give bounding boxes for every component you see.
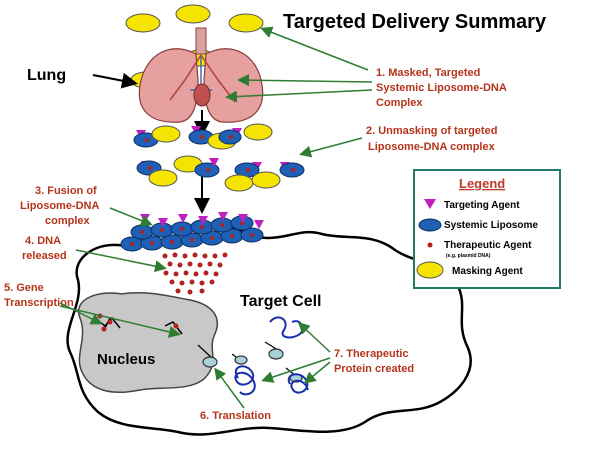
target-cell-label: Target Cell xyxy=(240,293,322,310)
unmasked-complexes xyxy=(133,123,305,192)
step-1-label: 1. Masked, Targeted Systemic Liposome-DN… xyxy=(376,67,509,109)
legend-item-masking: Masking Agent xyxy=(452,266,523,277)
step-3-line-1: 3. Fusion of xyxy=(35,185,97,197)
step-2-line-2: Liposome-DNA complex xyxy=(368,141,496,153)
step-3-label: 3. Fusion of Liposome-DNA complex xyxy=(20,185,102,227)
legend-therapeutic-note: (e.g. plasmid DNA) xyxy=(446,253,491,259)
step-5-line-2: Transcription xyxy=(4,297,74,309)
step-6-label: 6. Translation xyxy=(200,410,271,422)
step-4-line-1: 4. DNA xyxy=(25,235,61,247)
lung-arrow xyxy=(92,72,138,89)
legend-item-targeting: Targeting Agent xyxy=(444,200,520,211)
legend-title: Legend xyxy=(459,176,505,191)
legend-item-therapeutic: Therapeutic Agent xyxy=(444,240,532,251)
lung-illustration xyxy=(138,27,264,123)
diagram-title: Targeted Delivery Summary xyxy=(283,11,547,33)
step-7-line-2: Protein created xyxy=(334,363,414,375)
step-4-label: 4. DNA released xyxy=(22,235,67,262)
step-1-line-3: Complex xyxy=(376,97,423,109)
step-5-label: 5. Gene Transcription xyxy=(4,282,74,309)
legend-item-liposome: Systemic Liposome xyxy=(444,220,538,231)
step-6-arrows xyxy=(214,367,245,409)
nucleus-label: Nucleus xyxy=(97,351,155,368)
mrna-ribosomes xyxy=(197,341,303,383)
legend-liposome-icon xyxy=(418,218,442,232)
step-3-arrow xyxy=(109,207,153,227)
step-7-arrows xyxy=(261,321,331,384)
legend: Legend Targeting Agent Systemic Liposome… xyxy=(413,169,561,289)
legend-therapeutic-icon xyxy=(427,242,433,248)
step-5-line-1: 5. Gene xyxy=(4,282,44,294)
step-7-label: 7. Therapeutic Protein created xyxy=(334,348,414,375)
legend-masking-icon xyxy=(416,261,444,279)
step-5-arrows xyxy=(59,302,181,338)
step-1-line-2: Systemic Liposome-DNA xyxy=(376,82,507,94)
step-2-arrow xyxy=(299,137,363,158)
fusing-liposomes xyxy=(120,212,264,252)
step-2-line-1: 2. Unmasking of targeted xyxy=(366,125,497,137)
nucleus xyxy=(77,291,219,393)
lung-label: Lung xyxy=(27,67,66,84)
step-1-arrows xyxy=(225,26,373,103)
step-3-line-3: complex xyxy=(45,215,91,227)
step-1-line-1: 1. Masked, Targeted xyxy=(376,67,480,79)
step-4-arrow xyxy=(75,249,167,273)
legend-targeting-icon xyxy=(424,199,436,209)
released-dna xyxy=(162,252,228,295)
step-2-label: 2. Unmasking of targeted Liposome-DNA co… xyxy=(366,125,500,153)
step-4-line-2: released xyxy=(22,250,67,262)
step-7-line-1: 7. Therapeutic xyxy=(334,348,409,360)
step-3-line-2: Liposome-DNA xyxy=(20,200,100,212)
